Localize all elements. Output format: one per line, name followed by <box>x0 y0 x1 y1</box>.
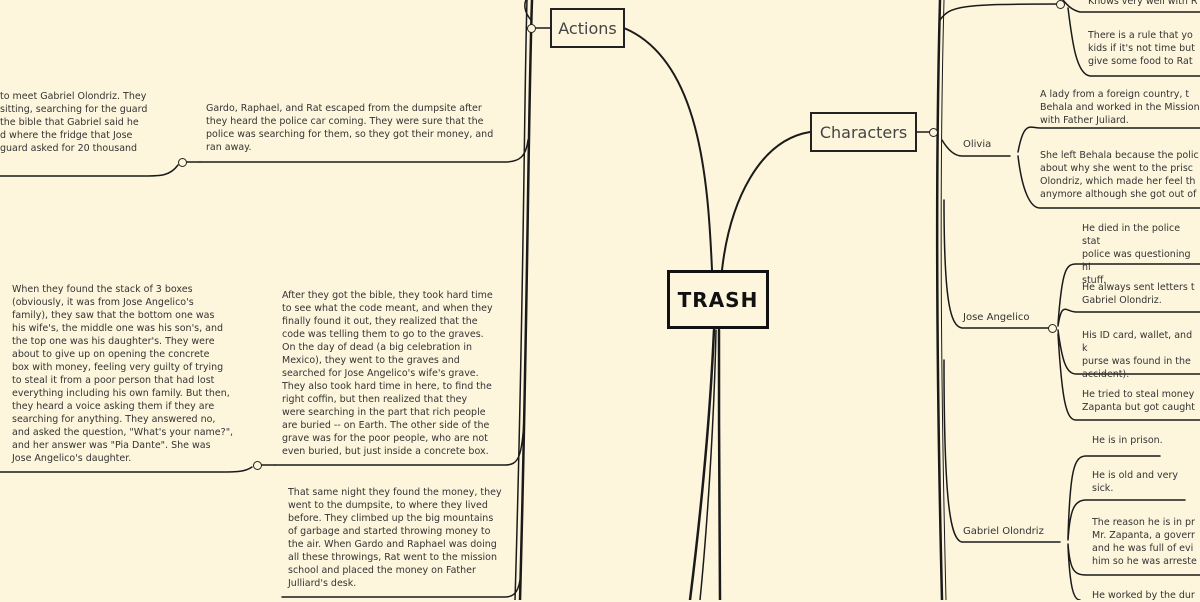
note-escape: Gardo, Raphael, and Rat escaped from the… <box>206 103 494 153</box>
actions-spine-2 <box>514 0 528 600</box>
actions-spine <box>518 0 534 600</box>
connector-central-down-3 <box>699 329 717 600</box>
note-jose-4: He tried to steal money Zapanta but got … <box>1082 389 1195 413</box>
connector-central-down-1 <box>688 328 716 600</box>
bible-collapse-dot[interactable] <box>253 461 262 470</box>
note-knows-rat: Knows very well with R <box>1088 0 1198 7</box>
note-jose-1: He died in the police stat police was qu… <box>1082 223 1191 286</box>
note-olivia-1: A lady from a foreign country, t Behala … <box>1040 89 1200 126</box>
note-rule: There is a rule that yo kids if it's not… <box>1088 30 1195 67</box>
branch-characters[interactable]: Characters <box>810 112 917 152</box>
character-olivia[interactable]: Olivia <box>963 139 992 150</box>
branch-characters-label: Characters <box>819 122 908 142</box>
connector-central-down-2 <box>717 328 722 600</box>
bible-underline <box>274 419 525 466</box>
note-olivia-2: She left Behala because the polic about … <box>1040 150 1199 200</box>
branch-actions[interactable]: Actions <box>550 8 625 48</box>
jose-collapse-dot[interactable] <box>1048 324 1057 333</box>
note-money-night: That same night they found the money, th… <box>288 487 502 589</box>
note-boxes: When they found the stack of 3 boxes (ob… <box>12 284 234 464</box>
characters-collapse-dot[interactable] <box>929 128 938 137</box>
connector-central-actions <box>623 27 713 271</box>
central-topic[interactable]: TRASH <box>667 270 769 329</box>
note-jose-3: His ID card, wallet, and k purse was fou… <box>1082 330 1193 380</box>
note-gabriel-2: He is old and very sick. <box>1092 470 1179 494</box>
escape-collapse-dot[interactable] <box>178 158 187 167</box>
branch-actions-label: Actions <box>558 18 617 38</box>
top-right-collapse-dot[interactable] <box>1056 0 1065 9</box>
note-gabriel-3: The reason he is in pr Mr. Zapanta, a go… <box>1092 517 1197 567</box>
character-gabriel-olondriz[interactable]: Gabriel Olondriz <box>963 526 1044 537</box>
escape-underline <box>199 139 529 163</box>
note-jose-2: He always sent letters t Gabriel Olondri… <box>1082 282 1195 306</box>
note-bible-code: After they got the bible, they took hard… <box>282 290 493 457</box>
characters-spine <box>935 0 944 600</box>
actions-collapse-dot[interactable] <box>527 24 536 33</box>
note-gabriel-visit: to meet Gabriel Olondriz. They sitting, … <box>0 91 148 154</box>
connector-central-characters <box>721 131 811 271</box>
central-topic-label: TRASH <box>677 287 759 312</box>
note-gabriel-4: He worked by the dur <box>1092 590 1195 601</box>
character-jose-angelico[interactable]: Jose Angelico <box>963 312 1030 323</box>
note-gabriel-1: He is in prison. <box>1092 435 1163 446</box>
